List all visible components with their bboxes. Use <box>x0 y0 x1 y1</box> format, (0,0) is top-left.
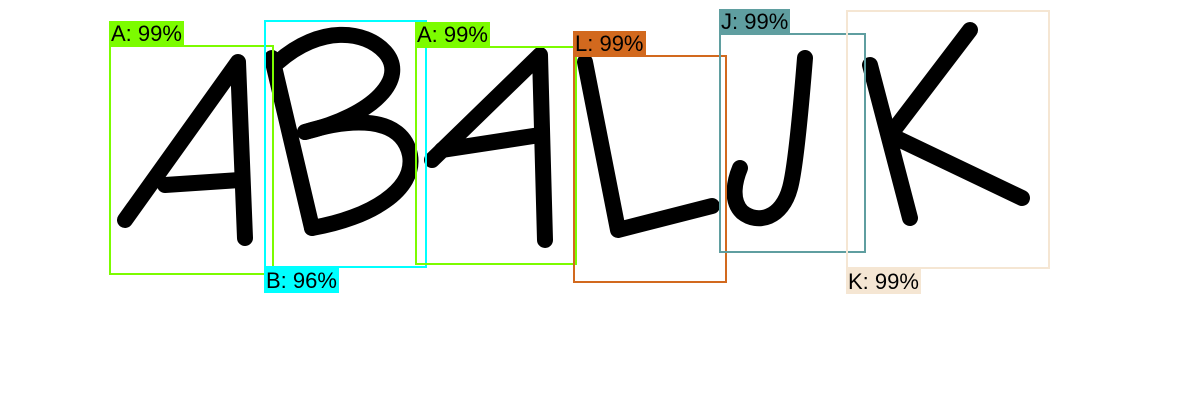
handwritten-letter-a <box>117 54 253 246</box>
bounding-box-a <box>109 45 274 275</box>
detection-label-b: B: 96% <box>264 268 339 293</box>
handwritten-letter-j <box>726 50 813 227</box>
bounding-box-b <box>264 20 427 268</box>
handwritten-letter-k <box>862 22 1030 226</box>
handwritten-letter-a <box>424 47 553 248</box>
bounding-box-j <box>719 33 866 253</box>
bounding-box-l <box>573 55 727 283</box>
detection-label-k: K: 99% <box>846 269 921 294</box>
detection-label-a: A: 99% <box>415 22 490 47</box>
detection-label-l: L: 99% <box>573 31 646 56</box>
detection-label-a: A: 99% <box>109 21 184 46</box>
handwritten-letter-b <box>264 26 419 236</box>
detection-label-j: J: 99% <box>719 9 791 34</box>
bounding-box-a <box>415 46 577 265</box>
handwritten-letter-l <box>577 54 720 238</box>
bounding-box-k <box>846 10 1050 269</box>
